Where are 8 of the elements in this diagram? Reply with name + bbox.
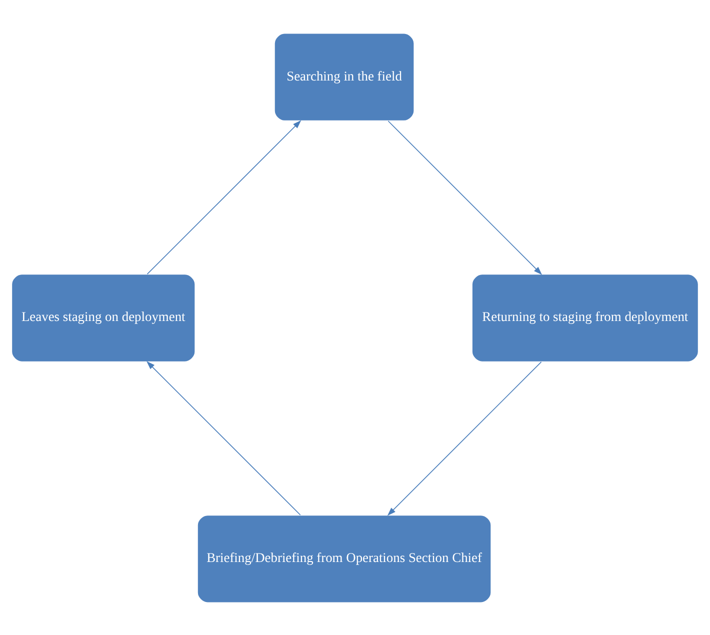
arrow [387,360,542,516]
node-box: Briefing/Debriefing from Operations Section Chief [197,514,492,603]
node-box: Searching in the field [274,32,415,121]
node-box: Returning to staging from deployment [472,273,699,362]
arrow [388,120,542,274]
arrow [146,120,302,274]
node-box: Leaves staging on deployment [11,273,196,362]
arrow [146,360,301,515]
